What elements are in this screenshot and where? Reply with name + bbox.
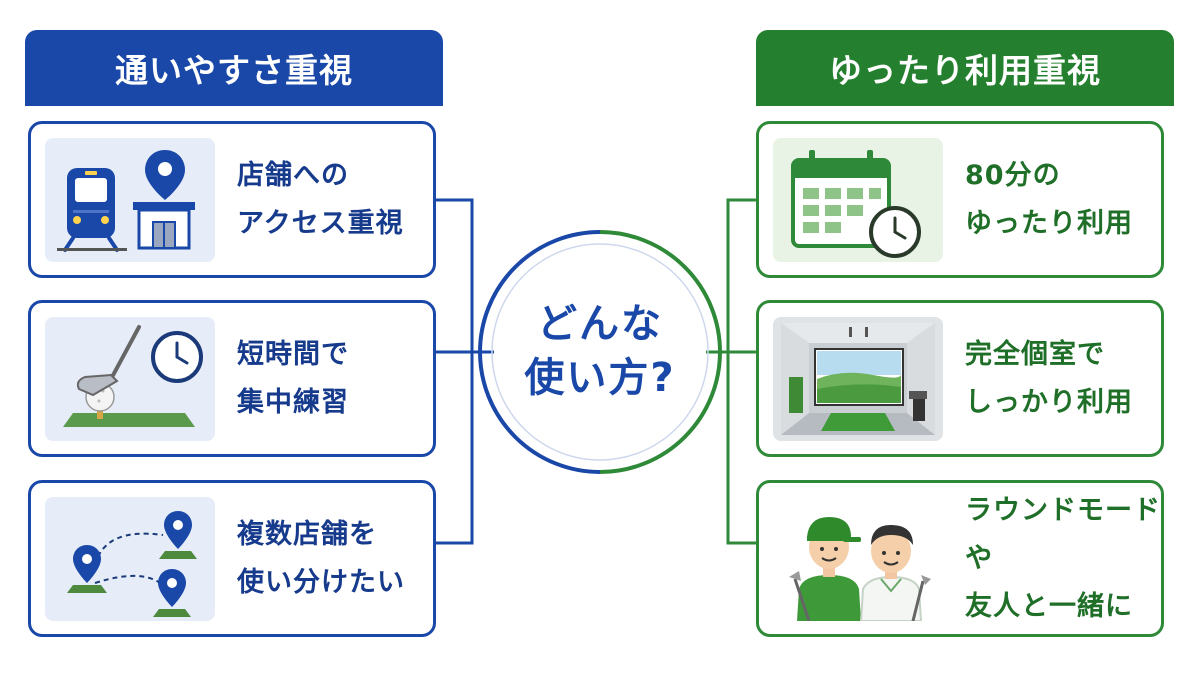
card-text-line: アクセス重視 [237, 207, 404, 239]
left-card-short-practice: 短時間で 集中練習 [28, 300, 436, 457]
left-card-access: 店舗への アクセス重視 [28, 121, 436, 278]
left-card-short-practice-text: 短時間で 集中練習 [237, 303, 433, 454]
card-text-line: 店舗への [237, 159, 349, 191]
left-card-multiple-stores-text: 複数店舗を 使い分けたい [237, 483, 433, 634]
card-text-line: しっかり利用 [965, 386, 1133, 418]
card-text-line: 使い分けたい [237, 566, 405, 598]
center-question: どんな 使い方? [495, 246, 705, 456]
right-card-80min-text: 80分の ゆったり利用 [965, 124, 1161, 275]
train-station-pin-icon [45, 138, 215, 262]
card-text-line: 友人と一緒に [965, 590, 1133, 622]
card-text-line: 複数店舗を [237, 518, 377, 550]
left-card-multiple-stores: 複数店舗を 使い分けたい [28, 480, 436, 637]
center-question-line1: どんな [537, 301, 663, 347]
multiple-locations-icon [45, 497, 215, 621]
center-question-line2: 使い方? [524, 355, 676, 401]
left-card-access-text: 店舗への アクセス重視 [237, 124, 433, 275]
right-column-title: ゆったり利用重視 [829, 51, 1101, 90]
right-card-80min: 80分の ゆったり利用 [756, 121, 1164, 278]
golf-club-clock-icon [45, 317, 215, 441]
left-column-header: 通いやすさ重視 [25, 30, 443, 106]
right-column-header: ゆったり利用重視 [756, 30, 1174, 106]
right-card-round-mode-text: ラウンドモードや 友人と一緒に [965, 483, 1161, 634]
calendar-clock-icon [773, 138, 943, 262]
card-text-line: ゆったり利用 [965, 207, 1133, 239]
right-card-round-mode: ラウンドモードや 友人と一緒に [756, 480, 1164, 637]
private-golf-room-icon [773, 317, 943, 441]
card-text-line: 完全個室で [965, 338, 1105, 370]
card-text-line: ラウンドモードや [965, 494, 1161, 574]
right-card-private-room-text: 完全個室で しっかり利用 [965, 303, 1161, 454]
two-golfers-icon [773, 497, 943, 621]
left-column-title: 通いやすさ重視 [115, 51, 353, 90]
card-text-line: 集中練習 [237, 386, 349, 418]
right-card-private-room: 完全個室で しっかり利用 [756, 300, 1164, 457]
card-text-line: 80分の [965, 159, 1061, 191]
card-text-line: 短時間で [237, 338, 349, 370]
